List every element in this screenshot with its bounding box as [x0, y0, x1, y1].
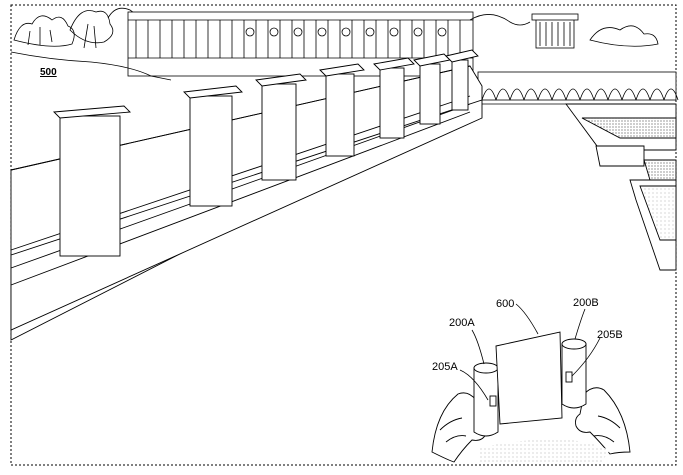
label-sensor-205a: 205A — [432, 362, 458, 373]
label-sensor-205b: 205B — [597, 330, 623, 341]
label-sheet-600: 600 — [496, 299, 514, 310]
sensor-205a — [490, 396, 496, 406]
label-device-200a: 200A — [449, 318, 475, 329]
label-device-200b: 200B — [573, 298, 599, 309]
trees — [14, 8, 136, 48]
handheld-display-illustration — [432, 332, 630, 464]
display-sheet — [496, 332, 562, 424]
domed-building — [470, 14, 658, 48]
sensor-205b — [566, 372, 572, 382]
wall-pillar — [54, 106, 130, 256]
arched-hedge — [478, 72, 678, 100]
right-steps — [566, 104, 676, 270]
stone-wall — [11, 50, 482, 340]
scene-label: 500 — [40, 68, 57, 78]
